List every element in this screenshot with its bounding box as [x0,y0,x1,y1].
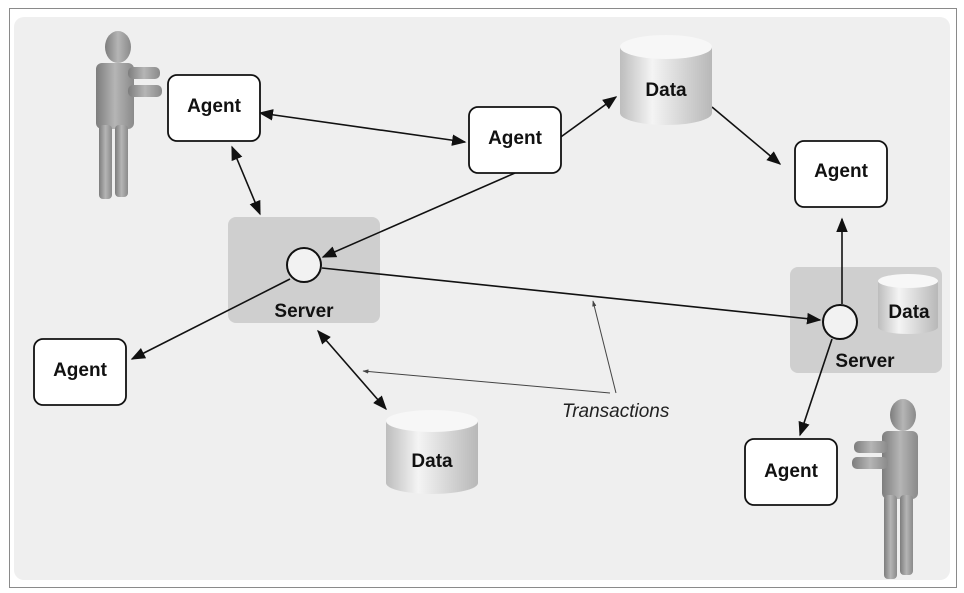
data-label: Data [645,80,687,101]
link-agent-center-server-left [321,172,516,258]
agent-left: Agent [33,338,127,406]
agent-label: Agent [764,461,819,482]
server-left: Server [228,217,380,323]
connections [130,96,848,437]
database-cylinder-top [386,410,478,432]
link-server-left-agent-left [130,278,291,360]
annotation-pointer-left [362,369,611,394]
link-data-top-agent-right [711,106,782,165]
data-right-server: Data [878,274,938,334]
data-label: Data [888,302,930,323]
distributed-system-diagram: Server Server Data Transactions Data [14,17,950,580]
agent-label: Agent [814,161,869,182]
agent-right: Agent [794,140,888,208]
agent-label: Agent [187,96,242,117]
server-label: Server [835,351,895,372]
person-top-left-icon [96,31,162,199]
transactions-label: Transactions [562,401,670,422]
agent-center: Agent [468,106,562,174]
server-right: Server Data [790,267,942,373]
database-cylinder-top [620,35,712,59]
person-bottom-right-icon [852,399,918,579]
data-top: Data [620,35,712,125]
annotation-pointer-up [592,300,617,394]
agent-top-left: Agent [167,74,261,142]
agent-label: Agent [53,360,108,381]
server-node-icon [286,247,322,283]
transactions-annotation [362,300,617,394]
link-agent-center-data-top [557,96,618,140]
server-label: Server [274,301,334,322]
database-cylinder-icon [620,47,712,125]
data-bottom: Data [386,410,478,494]
link-server-right-agent-bottom [798,338,833,437]
database-cylinder-icon [386,421,478,494]
link-server-left-server-right [321,267,822,325]
database-cylinder-icon [878,281,938,334]
link-server-left-data-bottom [317,329,387,411]
link-agent-topleft-server-left [231,145,261,216]
server-node-icon [822,304,858,340]
database-cylinder-top [878,274,938,288]
data-label: Data [411,451,453,472]
link-agent-topleft-agent-center [258,109,467,146]
diagram-frame: Server Server Data Transactions Data [9,8,957,588]
agent-bottom-right: Agent [744,438,838,506]
agent-label: Agent [488,128,543,149]
